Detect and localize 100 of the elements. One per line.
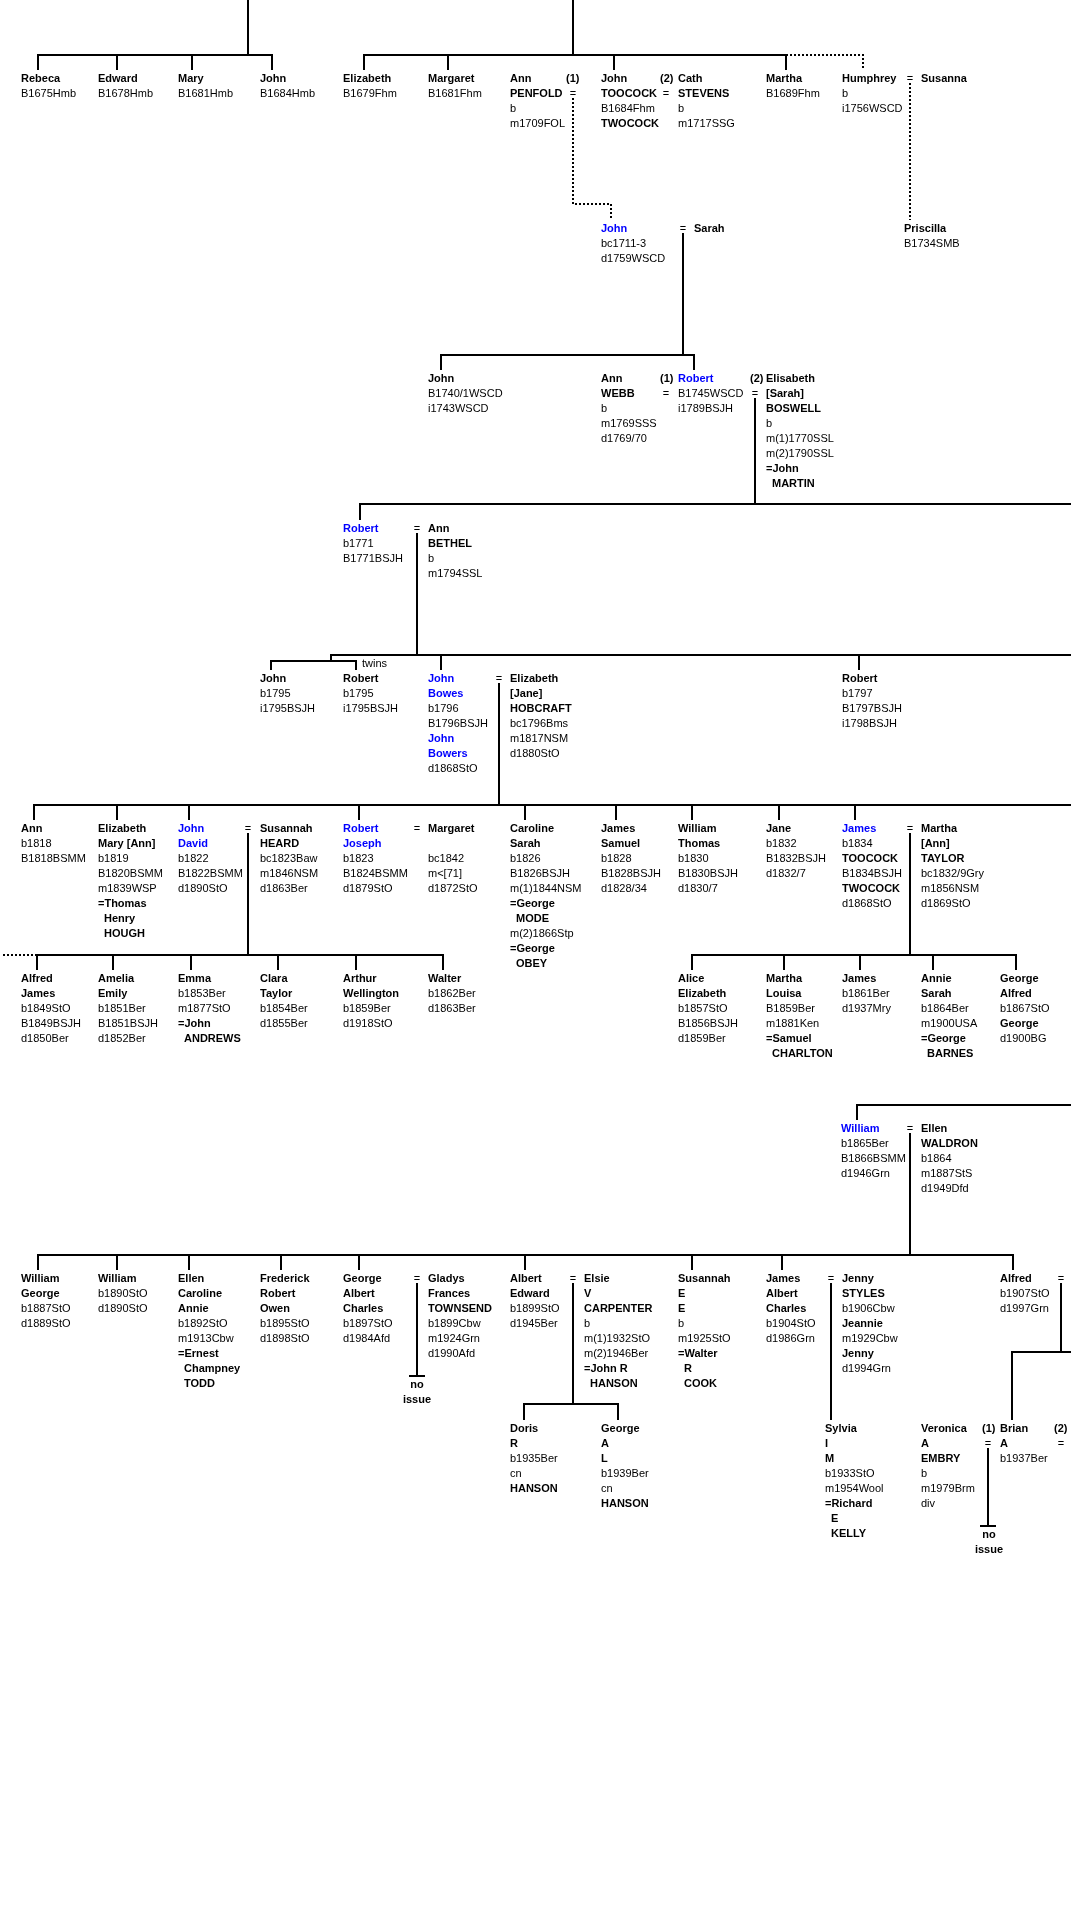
life-event: d1945Ber (510, 1316, 558, 1331)
person-name: Robert (343, 521, 379, 536)
life-event: d1828/34 (601, 881, 647, 896)
descent-line (572, 0, 787, 71)
life-event: m1887StS (921, 1166, 973, 1181)
life-event: m1846NSM (260, 866, 319, 881)
life-event: b1830 (678, 851, 709, 866)
marriage-sign: = (244, 823, 252, 833)
life-event: cn (510, 1466, 522, 1481)
life-event: d1984Afd (343, 1331, 391, 1346)
marriage-sign: = (827, 1273, 835, 1283)
life-event: d1855Ber (260, 1016, 308, 1031)
life-event: b1849StO (21, 1001, 71, 1016)
person-name: Humphrey (842, 71, 897, 86)
life-event: d1869StO (921, 896, 971, 911)
life-event: d1889StO (21, 1316, 71, 1331)
person-name: Susanna (921, 71, 967, 86)
person-name: Jane (766, 821, 792, 836)
person-name: Robert (842, 671, 878, 686)
life-event: m1900USA (921, 1016, 978, 1031)
life-event: B1684Hmb (260, 86, 316, 101)
life-event: b1935Ber (510, 1451, 558, 1466)
life-event: m(2)1946Ber (584, 1346, 649, 1361)
life-event: m1817NSM (510, 731, 569, 746)
life-event: bc1711-3 (601, 236, 647, 251)
life-event: m1794SSL (428, 566, 483, 581)
marriage-sign: = (413, 523, 421, 533)
spouse-name: =John MARTIN (766, 461, 815, 491)
life-event: b (601, 401, 608, 416)
marriage-sign: = (984, 1438, 992, 1448)
marriage-sign: = (662, 388, 670, 398)
alias-name: HANSON (601, 1496, 649, 1511)
life-event: m1856NSM (921, 881, 980, 896)
life-event: B1796BSJH (428, 716, 488, 731)
life-event: b (584, 1316, 591, 1331)
person-name: Walter (428, 971, 462, 986)
life-event: d1949Dfd (921, 1181, 969, 1196)
marriage-number: (1) (566, 71, 580, 86)
life-event: b1937Ber (1000, 1451, 1048, 1466)
life-event: m1924Grn (428, 1331, 480, 1346)
life-event: d1759WSCD (601, 251, 666, 266)
alias-name: TWOCOCK (842, 881, 901, 896)
person-name: John (260, 671, 287, 686)
life-event: d1994Grn (842, 1361, 891, 1376)
person-name: Priscilla (904, 221, 947, 236)
life-event: B1797BSJH (842, 701, 902, 716)
life-event: b1819 (98, 851, 129, 866)
life-event: b1854Ber (260, 1001, 308, 1016)
life-event: B1826BSJH (510, 866, 570, 881)
life-event: d1830/7 (678, 881, 718, 896)
person-name: Margaret (428, 71, 475, 86)
life-event: d1852Ber (98, 1031, 146, 1046)
marriage-sign: = (906, 73, 914, 83)
life-event: d1918StO (343, 1016, 393, 1031)
descent-line (416, 532, 1071, 656)
person-name: Elizabeth (343, 71, 392, 86)
life-event: b1895StO (260, 1316, 310, 1331)
life-event: B1681Fhm (428, 86, 482, 101)
life-event: m1877StO (178, 1001, 231, 1016)
marriage-sign: = (662, 88, 670, 98)
life-event: b1795 (260, 686, 291, 701)
life-event: b1865Ber (841, 1136, 889, 1151)
life-event: m1881Ken (766, 1016, 820, 1031)
life-event: B1832BSJH (766, 851, 826, 866)
spouse-name: =John R HANSON (584, 1361, 638, 1391)
life-event: d1868StO (842, 896, 892, 911)
marriage-sign: = (751, 388, 759, 398)
descent-line (1060, 1282, 1071, 1353)
life-event: B1679Fhm (343, 86, 397, 101)
person-name: William (841, 1121, 880, 1136)
life-event: b1933StO (825, 1466, 875, 1481)
life-event: d1863Ber (260, 881, 308, 896)
alias-name: George (1000, 1016, 1039, 1031)
spouse-name: =Richard E KELLY (825, 1496, 873, 1541)
life-event: m1913Cbw (178, 1331, 234, 1346)
marriage-sign: = (906, 1123, 914, 1133)
alias-name: TWOCOCK (601, 116, 660, 131)
descent-line (830, 1282, 832, 1421)
life-event: m1717SSG (678, 116, 735, 131)
person-name: Emma (178, 971, 212, 986)
life-event: d1946Grn (841, 1166, 890, 1181)
life-event: B1851BSJH (98, 1016, 158, 1031)
life-event: b1796 (428, 701, 459, 716)
life-event: m1954Wool (825, 1481, 884, 1496)
marriage-number: (2) (750, 371, 764, 386)
person-name: John (260, 71, 287, 86)
descent-line (979, 1447, 997, 1527)
person-name: Edward (98, 71, 138, 86)
life-event: b1795 (343, 686, 374, 701)
life-event: d1872StO (428, 881, 478, 896)
life-event: b1890StO (98, 1286, 148, 1301)
marriage-sign: = (413, 823, 421, 833)
life-event: B1745WSCD (678, 386, 744, 401)
life-event: d1769/70 (601, 431, 647, 446)
life-event: cn (601, 1481, 613, 1496)
life-event: d1863Ber (428, 1001, 476, 1016)
life-event: b1857StO (678, 1001, 728, 1016)
marriage-sign: = (413, 1273, 421, 1283)
person-name: John David (178, 821, 208, 851)
person-name: Margaret (428, 821, 475, 836)
